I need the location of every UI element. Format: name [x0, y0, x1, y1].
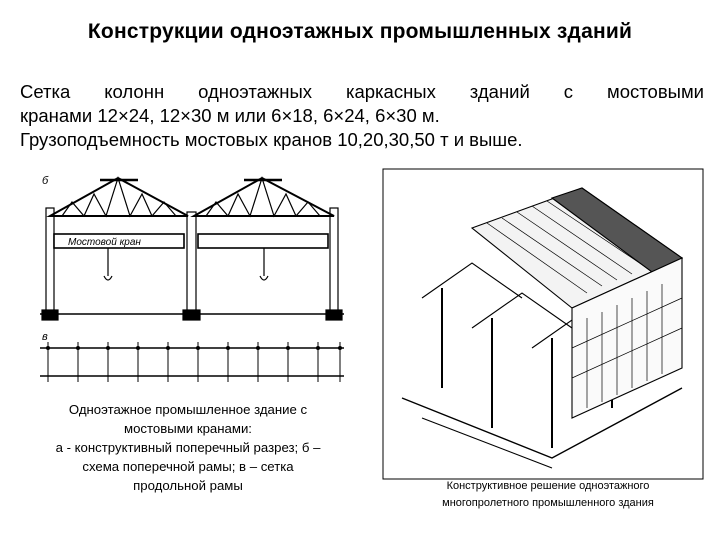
cross-section-figure: б в Мостовой кран — [38, 172, 350, 390]
left-caption-line-2: мостовыми кранами: — [124, 421, 252, 436]
left-figure-caption: Одноэтажное промышленное здание с мостов… — [12, 400, 364, 495]
cross-section-drawing: б в Мостовой кран — [40, 175, 344, 382]
right-figure-caption: Конструктивное решение одноэтажного мног… — [392, 478, 704, 512]
isometric-drawing — [382, 168, 704, 480]
body-text: Сетка колонн одноэтажных каркасных здани… — [20, 80, 704, 152]
crane-label: Мостовой кран — [68, 237, 141, 248]
left-caption-line-3: а - конструктивный поперечный разрез; б … — [55, 440, 321, 455]
right-caption-line-1: Конструктивное решение одноэтажного — [446, 480, 650, 492]
slide-title: Конструкции одноэтажных промышленных зда… — [87, 20, 633, 43]
body-line-1: Сетка колонн одноэтажных каркасных здани… — [20, 81, 704, 102]
isometric-figure — [382, 168, 704, 480]
label-v: в — [42, 331, 48, 343]
left-caption-line-5: продольной рамы — [133, 478, 243, 493]
body-line-3: Грузоподъемность мостовых кранов 10,20,3… — [20, 129, 523, 150]
right-caption-line-2: многопролетного промышленного здания — [442, 497, 654, 509]
left-caption-line-4: схема поперечной рамы; в – сетка — [82, 459, 294, 474]
body-line-2: кранами 12×24, 12×30 м или 6×18, 6×24, 6… — [20, 105, 440, 126]
left-caption-line-1: Одноэтажное промышленное здание с — [68, 402, 308, 417]
label-b: б — [42, 175, 49, 187]
